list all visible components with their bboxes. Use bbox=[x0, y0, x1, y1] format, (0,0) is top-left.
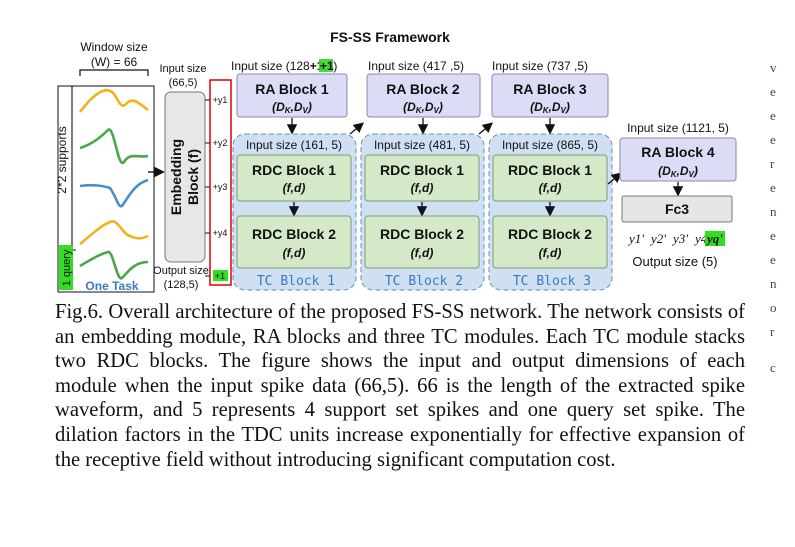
ra-block-4-params: (DK,DV) bbox=[658, 164, 698, 179]
margin-glyph: e bbox=[770, 108, 776, 123]
margin-glyph: n bbox=[770, 204, 777, 219]
tc-block-1-input-size: Input size (161, 5) bbox=[246, 138, 342, 152]
rdc-block-3-1-title: RDC Block 1 bbox=[508, 162, 592, 178]
rdc-block-2-1 bbox=[364, 154, 480, 202]
margin-glyph: n bbox=[770, 276, 777, 291]
window-bracket bbox=[79, 69, 149, 76]
rdc-block-2-2-params: (f,d) bbox=[411, 246, 434, 260]
waveform-support-1 bbox=[78, 89, 149, 113]
ra4-input-size: Input size (1121, 5) bbox=[627, 121, 729, 135]
ra-block-3-params: (DK,DV) bbox=[530, 100, 570, 115]
fc3-label: Fc3 bbox=[665, 201, 689, 217]
rdc-block-1-2-params: (f,d) bbox=[283, 246, 306, 260]
output-yq: yq' bbox=[705, 231, 723, 246]
one-task-label: One Task bbox=[85, 279, 138, 293]
tap-y1: +y1 bbox=[213, 95, 228, 105]
embedding-output-label: Output size bbox=[153, 265, 209, 277]
ra-block-4-title: RA Block 4 bbox=[641, 144, 715, 160]
embedding-input-label: Input size bbox=[159, 63, 206, 75]
tap-y4: +y4 bbox=[213, 228, 228, 238]
tap-plus1: +1 bbox=[215, 271, 225, 281]
waveform-support-3 bbox=[79, 178, 149, 208]
tc-block-2-input-size: Input size (481, 5) bbox=[374, 138, 470, 152]
rdc-block-1-1-params: (f,d) bbox=[283, 181, 306, 195]
rdc-block-3-1 bbox=[492, 154, 608, 202]
ra3-input-size: Input size (737 ,5) bbox=[492, 59, 588, 73]
tap-column bbox=[209, 79, 232, 286]
tap-y3: +y3 bbox=[213, 182, 228, 192]
output-yq-highlight bbox=[705, 231, 725, 246]
ra2-input-size: Input size (417 ,5) bbox=[368, 59, 464, 73]
margin-glyph: v bbox=[770, 60, 777, 75]
window-size-value: (W) = 66 bbox=[91, 55, 138, 69]
ra-block-1-title: RA Block 1 bbox=[255, 81, 329, 97]
rdc-block-1-2-title: RDC Block 2 bbox=[252, 226, 336, 242]
query-highlight bbox=[59, 245, 73, 290]
query-label: 1 query bbox=[61, 249, 73, 286]
waveform-support-2 bbox=[79, 128, 149, 165]
embedding-block bbox=[164, 91, 206, 263]
ra-block-2 bbox=[366, 73, 481, 118]
tap-plus1-highlight bbox=[213, 270, 228, 281]
margin-glyph: e bbox=[770, 180, 776, 195]
rdc-block-2-2-title: RDC Block 2 bbox=[380, 226, 464, 242]
waveform-query bbox=[79, 250, 149, 280]
rdc-block-1-1-title: RDC Block 1 bbox=[252, 162, 336, 178]
waveforms bbox=[78, 89, 149, 280]
supports-bracket bbox=[71, 85, 76, 251]
embedding-output-value: (128,5) bbox=[164, 279, 199, 291]
embedding-input-value: (66,5) bbox=[169, 77, 198, 89]
margin-glyph: e bbox=[770, 84, 776, 99]
margin-glyph: r bbox=[770, 156, 775, 171]
output-y1: y1' bbox=[627, 231, 644, 246]
rdc-block-2-1-params: (f,d) bbox=[411, 181, 434, 195]
rdc-block-3-2-title: RDC Block 2 bbox=[508, 226, 592, 242]
embedding-block-name: Block (f) bbox=[185, 149, 201, 205]
figure-canvas: FS-SS Framework Window size (W) = 66 2*2… bbox=[55, 29, 737, 293]
ra-block-3-title: RA Block 3 bbox=[513, 81, 587, 97]
one-task-box bbox=[57, 85, 155, 293]
ra-block-1-params: (DK,DV) bbox=[272, 100, 312, 115]
supports-label: 2*2 supports bbox=[55, 126, 69, 193]
margin-glyph: e bbox=[770, 132, 776, 147]
output-labels: y1' y2' y3' y4' yq' bbox=[627, 231, 725, 246]
output-y2: y2' bbox=[649, 231, 666, 246]
rdc-block-1-2 bbox=[236, 215, 352, 269]
rdc-block-2-1-title: RDC Block 1 bbox=[380, 162, 464, 178]
figure-caption: Fig.6. Overall architecture of the propo… bbox=[55, 301, 745, 471]
embedding-block-title: Embedding bbox=[168, 139, 184, 215]
margin-glyph: o bbox=[770, 300, 777, 315]
margin-glyph: r bbox=[770, 324, 775, 339]
rdc-block-1-1 bbox=[236, 154, 352, 202]
tap-y2: +y2 bbox=[213, 138, 228, 148]
ra1-highlight bbox=[319, 59, 333, 72]
margin-glyph: c bbox=[770, 360, 776, 375]
architecture-figure: FS-SS Framework Window size (W) = 66 2*2… bbox=[55, 29, 737, 293]
ra-block-4 bbox=[619, 137, 737, 182]
window-size-label: Window size bbox=[80, 40, 148, 54]
rdc-block-2-2 bbox=[364, 215, 480, 269]
ra-block-2-params: (DK,DV) bbox=[403, 100, 443, 115]
tc-block-3-input-size: Input size (865, 5) bbox=[502, 138, 598, 152]
ra1-highlight-label: +1 bbox=[320, 59, 334, 73]
margin-glyph: e bbox=[770, 228, 776, 243]
tc-block-2-label: TC Block 2 bbox=[385, 274, 463, 289]
ra-block-3 bbox=[491, 73, 609, 118]
margin-glyph: e bbox=[770, 252, 776, 267]
ra-block-1 bbox=[236, 73, 348, 118]
output-y3: y3' bbox=[671, 231, 688, 246]
fc3-block bbox=[621, 195, 733, 223]
rdc-block-3-2 bbox=[492, 215, 608, 269]
tc-block-3-label: TC Block 3 bbox=[513, 274, 591, 289]
figure-title: FS-SS Framework bbox=[330, 29, 450, 45]
rdc-block-3-2-params: (f,d) bbox=[539, 246, 562, 260]
rdc-block-3-1-params: (f,d) bbox=[539, 181, 562, 195]
ra-block-2-title: RA Block 2 bbox=[386, 81, 460, 97]
waveform-support-4 bbox=[79, 220, 149, 246]
tc-block-1-label: TC Block 1 bbox=[257, 274, 335, 289]
output-size: Output size (5) bbox=[632, 254, 717, 269]
